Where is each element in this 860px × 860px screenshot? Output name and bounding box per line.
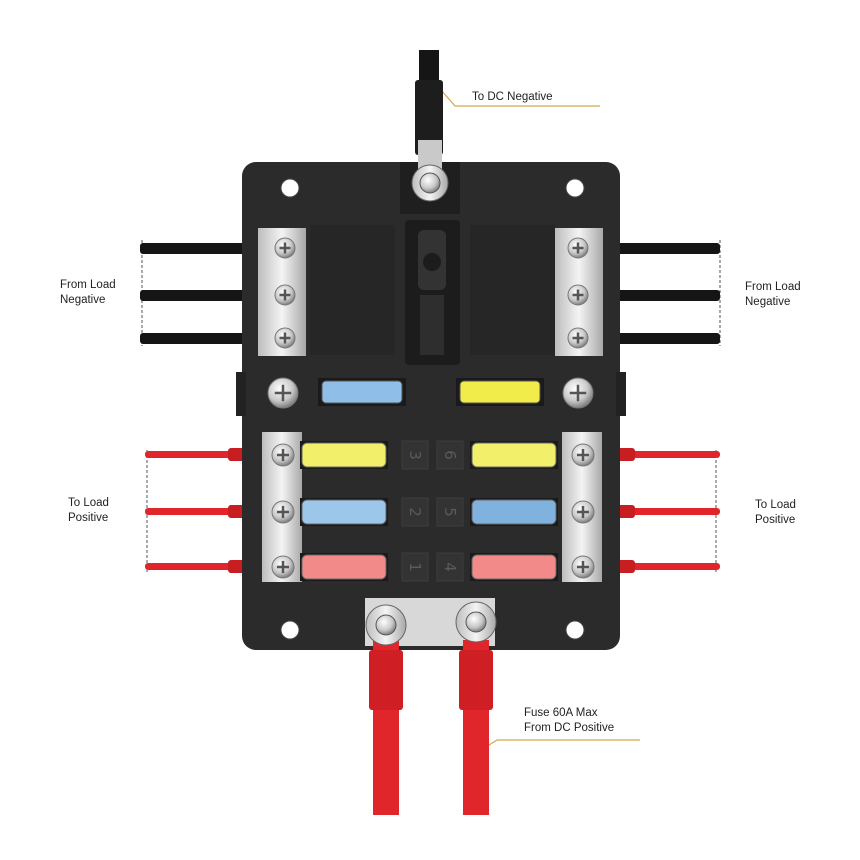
fuse	[301, 554, 387, 580]
label-line: From DC Positive	[524, 722, 615, 734]
callout-line-dc-positive	[477, 739, 640, 753]
label-line: To Load	[755, 499, 796, 511]
spare-fuses	[318, 378, 544, 406]
fuse-number: 6	[441, 450, 459, 460]
fuse-block-body	[236, 162, 626, 650]
dc-negative-cable	[415, 50, 443, 155]
spare-fuse	[318, 378, 406, 406]
label-line: From Load	[60, 279, 116, 291]
screw-icon	[267, 377, 299, 409]
dc-positive-terminals	[365, 598, 497, 815]
fuse	[471, 554, 557, 580]
label-right-negative: From Load Negative	[745, 280, 801, 310]
fuse	[301, 442, 387, 468]
screw-icon	[567, 327, 589, 349]
screw-icon	[562, 377, 594, 409]
label-line: Negative	[745, 296, 791, 308]
fuse-slot-4: 4	[436, 552, 558, 582]
fuse-slot-5: 5	[436, 497, 558, 527]
dc-negative-ring-terminal	[411, 140, 449, 202]
label-to-dc-negative: To DC Negative	[472, 91, 553, 103]
screw-icon	[567, 284, 589, 306]
negative-load-wires	[140, 243, 720, 344]
screw-icon	[274, 284, 296, 306]
fuse-slots: 3 2 1 6 5 4	[300, 440, 558, 582]
label-line: Positive	[755, 514, 796, 526]
fuse-slot-2: 2	[300, 497, 429, 527]
spare-fuse	[456, 378, 544, 406]
screw-icon	[571, 555, 595, 579]
screw-icon	[271, 555, 295, 579]
screw-icon	[571, 443, 595, 467]
fuse-slot-6: 6	[436, 440, 558, 470]
fuse-slot-3: 3	[300, 440, 429, 470]
label-left-negative: From Load Negative	[60, 278, 116, 308]
fuse-slot-1: 1	[300, 552, 429, 582]
screw-icon	[571, 500, 595, 524]
fuse-number: 3	[406, 450, 424, 460]
screw-icon	[274, 327, 296, 349]
label-line: To Load	[68, 497, 109, 509]
label-line: Fuse 60A Max	[524, 707, 598, 719]
label-left-positive: To Load Positive	[68, 496, 109, 526]
label-line: Negative	[60, 294, 106, 306]
fuse-number: 1	[406, 562, 424, 572]
label-dc-positive: Fuse 60A Max From DC Positive	[524, 706, 614, 736]
fuse-number: 2	[406, 507, 424, 517]
screw-icon	[567, 237, 589, 259]
fuse-number: 4	[441, 562, 459, 572]
fuse	[471, 442, 557, 468]
screw-icon	[271, 500, 295, 524]
fuse-number: 5	[441, 507, 459, 517]
terminal-screws	[267, 237, 595, 579]
label-line: Positive	[68, 512, 109, 524]
fuse	[301, 499, 387, 525]
label-line: From Load	[745, 281, 801, 293]
screw-icon	[271, 443, 295, 467]
screw-icon	[274, 237, 296, 259]
fuse	[471, 499, 557, 525]
label-right-positive: To Load Positive	[755, 498, 796, 528]
